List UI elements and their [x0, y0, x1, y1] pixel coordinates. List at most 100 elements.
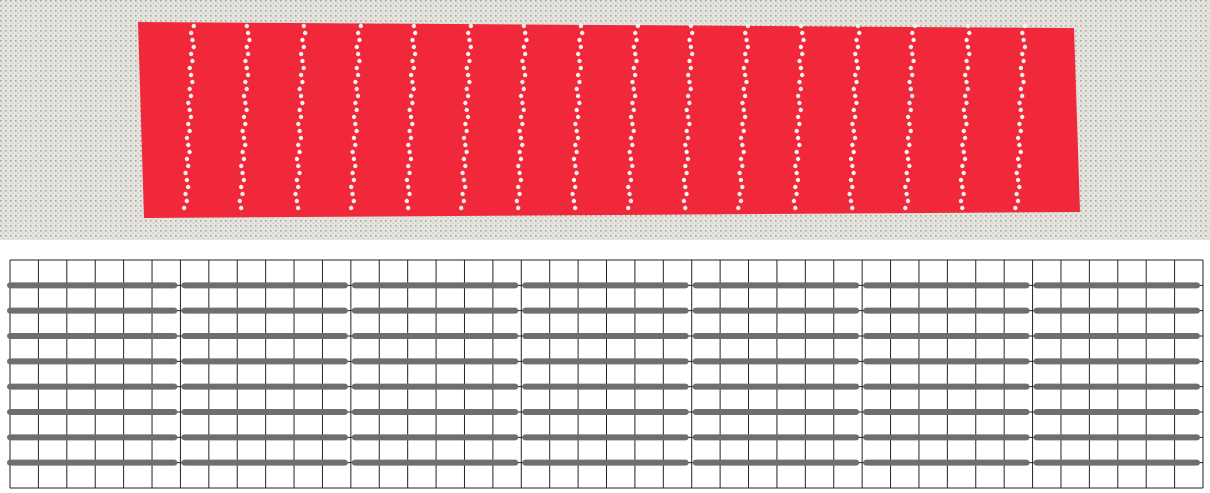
- fabric-hole: [743, 31, 747, 35]
- fabric-hole: [299, 136, 303, 140]
- fabric-hole: [572, 178, 576, 182]
- fabric-hole: [744, 80, 748, 84]
- fabric-hole: [240, 171, 244, 175]
- embroidery-fill: [138, 22, 1080, 218]
- fabric-hole: [849, 178, 853, 182]
- fabric-hole: [356, 73, 360, 77]
- fabric-hole: [406, 206, 410, 210]
- fabric-hole: [964, 80, 968, 84]
- fabric-hole: [1023, 24, 1027, 28]
- fabric-hole: [520, 143, 524, 147]
- fabric-hole: [240, 192, 244, 196]
- fabric-hole: [410, 80, 414, 84]
- fabric-hole: [519, 115, 523, 119]
- fabric-hole: [296, 143, 300, 147]
- fabric-hole: [909, 45, 913, 49]
- fabric-hole: [405, 178, 409, 182]
- fabric-hole: [410, 101, 414, 105]
- fabric-hole: [349, 185, 353, 189]
- fabric-hole: [353, 143, 357, 147]
- fabric-hole: [183, 192, 187, 196]
- fabric-hole: [689, 66, 693, 70]
- fabric-hole: [632, 108, 636, 112]
- fabric-hole: [187, 129, 191, 133]
- fabric-hole: [463, 101, 467, 105]
- fabric-hole: [186, 164, 190, 168]
- fabric-hole: [1020, 73, 1024, 77]
- fabric-hole: [350, 171, 354, 175]
- fabric-hole: [409, 157, 413, 161]
- fabric-hole: [299, 73, 303, 77]
- fabric-hole: [744, 59, 748, 63]
- fabric-hole: [189, 31, 193, 35]
- fabric-hole: [850, 122, 854, 126]
- fabric-hole: [1021, 80, 1025, 84]
- fabric-hole: [410, 122, 414, 126]
- embroidery-sample-photo: [0, 0, 1210, 244]
- fabric-hole: [636, 24, 640, 28]
- fabric-hole: [963, 157, 967, 161]
- fabric-hole: [519, 157, 523, 161]
- fabric-hole: [355, 45, 359, 49]
- fabric-hole: [630, 143, 634, 147]
- fabric-hole: [466, 31, 470, 35]
- fabric-hole: [632, 66, 636, 70]
- fabric-hole: [1019, 108, 1023, 112]
- fabric-hole: [407, 150, 411, 154]
- fabric-hole: [573, 164, 577, 168]
- fabric-hole: [962, 150, 966, 154]
- fabric-hole: [243, 143, 247, 147]
- fabric-hole: [906, 199, 910, 203]
- fabric-hole: [580, 31, 584, 35]
- fabric-hole: [465, 87, 469, 91]
- fabric-hole: [1014, 192, 1018, 196]
- fabric-hole: [795, 150, 799, 154]
- fabric-hole: [354, 129, 358, 133]
- fabric-hole: [356, 52, 360, 56]
- fabric-hole: [523, 31, 527, 35]
- fabric-hole: [469, 24, 473, 28]
- fabric-hole: [576, 73, 580, 77]
- fabric-hole: [682, 199, 686, 203]
- fabric-hole: [523, 73, 527, 77]
- fabric-hole: [460, 192, 464, 196]
- fabric-hole: [299, 94, 303, 98]
- fabric-hole: [300, 101, 304, 105]
- fabric-hole: [739, 178, 743, 182]
- fabric-hole: [302, 66, 306, 70]
- fabric-hole: [303, 31, 307, 35]
- fabric-hole: [856, 24, 860, 28]
- fabric-hole: [629, 178, 633, 182]
- fabric-hole: [185, 199, 189, 203]
- fabric-hole: [909, 108, 913, 112]
- fabric-hole: [682, 178, 686, 182]
- fabric-hole: [463, 122, 467, 126]
- fabric-hole: [412, 87, 416, 91]
- fabric-hole: [413, 31, 417, 35]
- fabric-hole: [469, 45, 473, 49]
- fabric-hole: [300, 59, 304, 63]
- fabric-hole: [854, 59, 858, 63]
- fabric-hole: [407, 129, 411, 133]
- fabric-hole: [689, 24, 693, 28]
- fabric-hole: [852, 150, 856, 154]
- fabric-hole: [1023, 45, 1027, 49]
- fabric-hole: [353, 101, 357, 105]
- fabric-hole: [190, 59, 194, 63]
- fabric-hole: [910, 94, 914, 98]
- fabric-hole: [576, 52, 580, 56]
- fabric-hole: [909, 87, 913, 91]
- fabric-hole: [355, 66, 359, 70]
- fabric-hole: [739, 157, 743, 161]
- fabric-hole: [746, 24, 750, 28]
- fabric-hole: [245, 87, 249, 91]
- fabric-hole: [795, 129, 799, 133]
- fabric-hole: [800, 52, 804, 56]
- fabric-hole: [851, 171, 855, 175]
- fabric-hole: [1019, 66, 1023, 70]
- fabric-hole: [296, 206, 300, 210]
- fabric-hole: [740, 185, 744, 189]
- fabric-hole: [801, 38, 805, 42]
- fabric-hole: [850, 185, 854, 189]
- fabric-hole: [630, 101, 634, 105]
